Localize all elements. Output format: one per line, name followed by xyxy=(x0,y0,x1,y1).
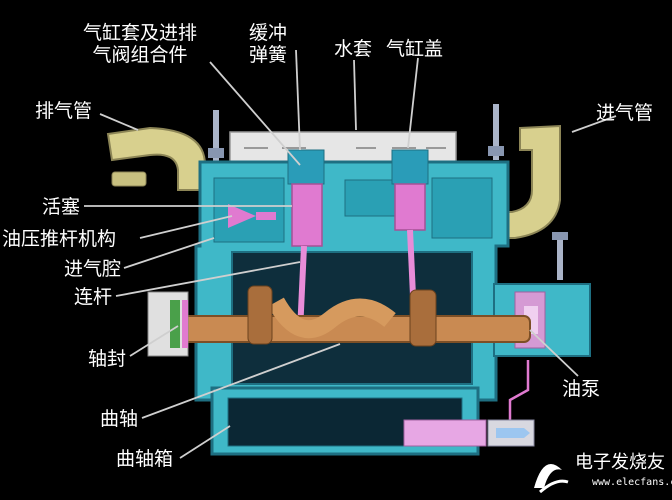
watermark-url: www.elecfans.com xyxy=(592,477,672,488)
label-exhaust-pipe: 排气管 xyxy=(35,100,93,122)
casing-shape xyxy=(194,160,510,402)
label-piston: 活塞 xyxy=(42,196,81,218)
label-crankshaft: 曲轴 xyxy=(100,408,139,430)
label-water-jacket: 水套 xyxy=(334,38,373,60)
exhaust-pipe-shape xyxy=(106,126,206,191)
watermark-text: 电子发烧友 xyxy=(575,452,665,473)
label-cylinder-valve-assembly: 气缸套及进排气阀组合件 xyxy=(82,22,197,66)
bolts xyxy=(208,104,568,280)
label-intake-pipe: 进气管 xyxy=(596,102,654,124)
oil-line xyxy=(403,360,535,447)
piston-assemblies xyxy=(228,149,429,247)
label-oil-pressure-mechanism: 油压推杆机构 xyxy=(2,228,117,250)
label-intake-chamber: 进气腔 xyxy=(64,258,122,280)
label-buffer-spring: 缓冲弹簧 xyxy=(248,22,287,66)
label-crankcase: 曲轴箱 xyxy=(116,448,174,470)
electronic-fan-logo-icon xyxy=(534,464,569,494)
label-shaft-seal: 轴封 xyxy=(88,348,127,370)
label-connecting-rod: 连杆 xyxy=(74,286,113,308)
leader-lines xyxy=(84,49,617,459)
label-cylinder-head: 气缸盖 xyxy=(386,38,444,60)
label-oil-pump: 油泵 xyxy=(562,378,601,400)
shaft-seal-shape xyxy=(147,291,189,357)
